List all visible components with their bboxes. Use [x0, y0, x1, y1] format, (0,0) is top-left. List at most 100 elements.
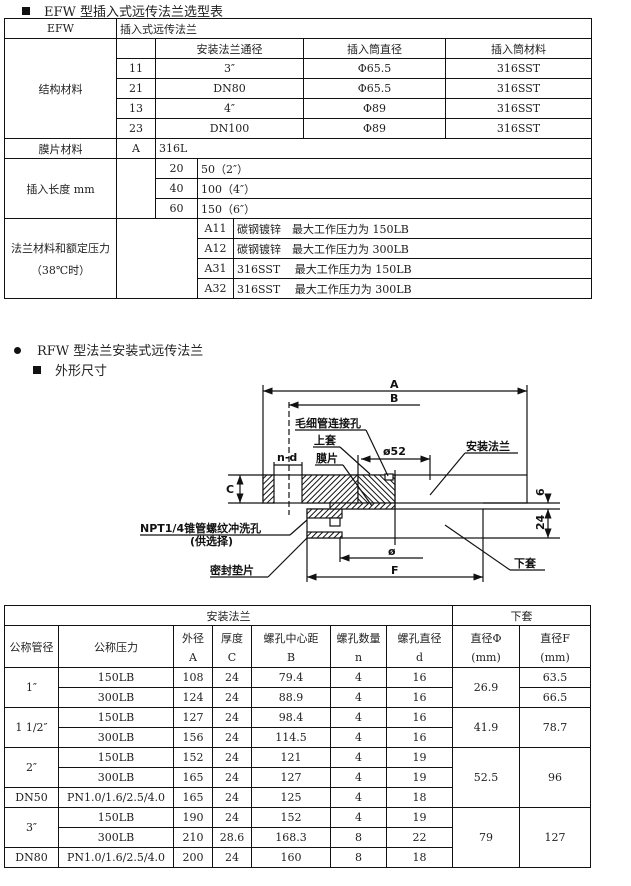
- cell: 13: [116, 98, 156, 119]
- header: 直径F(mm): [519, 625, 592, 668]
- dim-a-label: A: [390, 378, 399, 391]
- dim-6-label: 6: [534, 488, 547, 496]
- cell: PN1.0/1.6/2.5/4.0: [58, 847, 174, 868]
- cell: 18: [385, 847, 454, 868]
- cell: 316SST: [445, 58, 592, 79]
- cell: 125: [251, 787, 331, 808]
- cell: 300LB: [58, 727, 174, 748]
- cell: 19: [385, 747, 454, 768]
- cell: A12: [197, 238, 234, 259]
- cell: A32: [197, 278, 234, 299]
- section-subtitle: 外形尺寸: [33, 360, 107, 379]
- lower-housing-label: 下套: [514, 556, 537, 570]
- cell: 16: [385, 667, 454, 688]
- cell: 150LB: [58, 807, 174, 828]
- flush-port-label: NPT1/4锥管螺纹冲洗孔: [140, 521, 261, 535]
- header: 安装法兰通径: [155, 38, 304, 59]
- cell: 40: [155, 178, 198, 199]
- cell: 98.4: [251, 707, 331, 728]
- cell: 23: [116, 118, 156, 139]
- cell: 22: [385, 827, 454, 848]
- cell: 127: [251, 767, 331, 788]
- cell: 24: [212, 807, 252, 828]
- cell: 50（2″）: [197, 158, 592, 179]
- flange-sublabel: （38℃时）: [30, 263, 91, 277]
- cell: 316SST: [445, 78, 592, 99]
- dim-nd-label: n-d: [277, 451, 297, 464]
- cell: 160: [251, 847, 331, 868]
- cell: Φ65.5: [303, 58, 446, 79]
- cell: 168.3: [251, 827, 331, 848]
- dim-c-label: C: [226, 483, 234, 496]
- cell: 8: [330, 827, 387, 848]
- cell: 316SST: [445, 118, 592, 139]
- cell: 28.6: [212, 827, 252, 848]
- cell: 11: [116, 58, 156, 79]
- cell: 3″: [155, 58, 304, 79]
- cell: 16: [385, 687, 454, 708]
- cell: 4: [330, 807, 387, 828]
- cell: 124: [173, 687, 213, 708]
- cell: 108: [173, 667, 213, 688]
- cell: 24: [212, 687, 252, 708]
- cell: 63.5: [519, 667, 592, 688]
- structure-label: 结构材料: [4, 38, 117, 139]
- cell: 26.9: [452, 667, 521, 708]
- cell: 300LB: [58, 827, 174, 848]
- cell: 152: [251, 807, 331, 828]
- cell: 121: [251, 747, 331, 768]
- membrane-label: 膜片: [316, 451, 338, 465]
- bullet-square-icon: [22, 7, 30, 15]
- cell: 79.4: [251, 667, 331, 688]
- cell: 156: [173, 727, 213, 748]
- bullet-dot-icon: [14, 347, 21, 354]
- header: 直径Φ(mm): [452, 625, 521, 668]
- cell: 79: [452, 807, 521, 868]
- bullet-square-icon: [33, 366, 41, 374]
- cell: 4: [330, 727, 387, 748]
- cell: DN80: [155, 78, 304, 99]
- cell: 24: [212, 767, 252, 788]
- cell: 152: [173, 747, 213, 768]
- cell: 24: [212, 667, 252, 688]
- section-title-rfw: RFW 型法兰安装式远传法兰: [14, 340, 203, 359]
- capillary-port-label: 毛细管连接孔: [295, 416, 361, 430]
- insert-length-label: 插入长度 mm: [4, 158, 117, 219]
- cell: 316SST 最大工作压力为 150LB: [233, 258, 592, 279]
- cell: A11: [197, 218, 234, 239]
- cell: 88.9: [251, 687, 331, 708]
- cell: 1 1/2″: [4, 707, 59, 748]
- upper-housing-label: 上套: [314, 433, 337, 447]
- header: 公称管径: [4, 625, 59, 668]
- cell: 66.5: [519, 687, 592, 708]
- gasket-label: 密封垫片: [210, 563, 254, 577]
- cell: 24: [212, 727, 252, 748]
- dim-f-label: F: [391, 564, 399, 577]
- cell: 41.9: [452, 707, 521, 748]
- header: 公称压力: [58, 625, 174, 668]
- cell: 210: [173, 827, 213, 848]
- group-header: 安装法兰: [3, 605, 454, 626]
- cell: 127: [519, 807, 592, 868]
- cell: 60: [155, 198, 198, 219]
- cell: 127: [173, 707, 213, 728]
- cell: Φ65.5: [303, 78, 446, 99]
- cell: 150LB: [58, 747, 174, 768]
- flange-label: 法兰材料和额定压力（38℃时）: [4, 218, 117, 299]
- cell: 150LB: [58, 707, 174, 728]
- dim-phi-label: ø: [388, 545, 396, 558]
- cell: 4: [330, 687, 387, 708]
- cell: DN80: [4, 847, 59, 868]
- cell: 4: [330, 787, 387, 808]
- header: 插入筒材料: [445, 38, 592, 59]
